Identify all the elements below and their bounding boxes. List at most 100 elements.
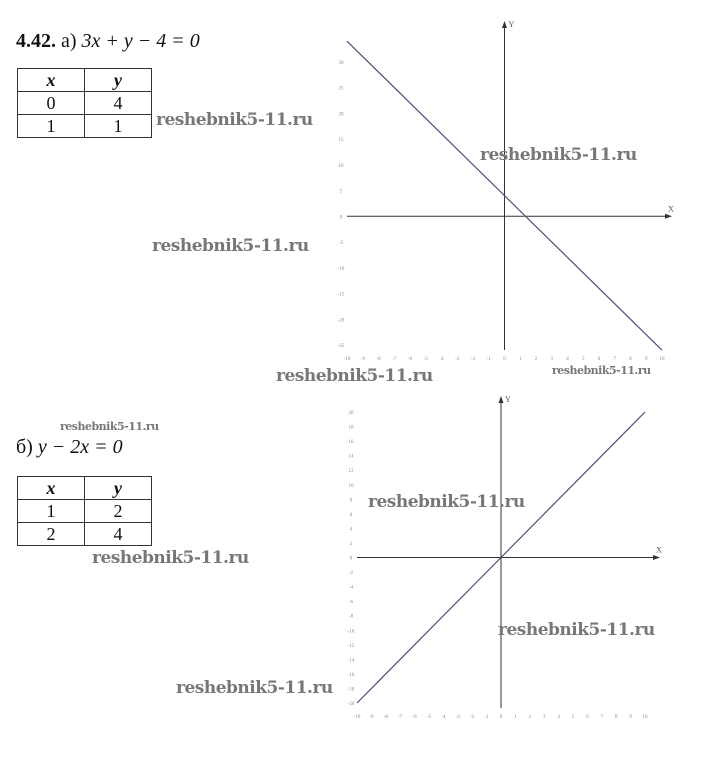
y-tick-label: 20 — [339, 112, 345, 117]
problem-number: 4.42. — [16, 30, 56, 52]
x-tick-label: 1 — [519, 357, 522, 362]
cell: 0 — [17, 91, 85, 115]
y-axis-arrow — [498, 396, 504, 403]
x-tick-label: 7 — [614, 357, 617, 362]
y-tick-label: -20 — [348, 702, 355, 707]
y-tick-label: 15 — [339, 138, 345, 143]
x-tick-label: 6 — [586, 715, 589, 720]
x-tick-label: -9 — [369, 715, 374, 720]
x-tick-label: -8 — [376, 357, 381, 362]
x-tick-label: -2 — [470, 715, 475, 720]
x-tick-label: 10 — [660, 357, 666, 362]
x-tick-label: 1 — [514, 715, 517, 720]
equation-a: 3x + y − 4 = 0 — [81, 30, 200, 52]
y-tick-label: -18 — [348, 687, 355, 692]
watermark: reshebnik5-11.ru — [368, 492, 525, 512]
x-tick-label: 3 — [551, 357, 554, 362]
x-tick-label: 9 — [645, 357, 648, 362]
y-tick-label: 10 — [339, 164, 345, 169]
y-tick-label: 16 — [349, 440, 355, 445]
x-tick-label: -10 — [344, 357, 351, 362]
watermark: reshebnik5-11.ru — [152, 236, 309, 256]
watermark: reshebnik5-11.ru — [276, 366, 433, 386]
x-tick-label: 0 — [503, 357, 506, 362]
watermark: reshebnik5-11.ru — [552, 364, 651, 377]
x-tick-label: 10 — [643, 715, 649, 720]
header-x: x — [17, 476, 85, 500]
x-tick-label: 2 — [529, 715, 532, 720]
x-tick-label: 4 — [557, 715, 560, 720]
x-axis-arrow — [653, 555, 660, 560]
x-tick-label: 8 — [615, 715, 618, 720]
watermark: reshebnik5-11.ru — [176, 678, 333, 698]
y-tick-label: 25 — [339, 87, 345, 92]
y-tick-label: -6 — [349, 600, 354, 605]
y-tick-label: -20 — [338, 318, 345, 323]
y-tick-label: 30 — [339, 61, 345, 66]
x-tick-label: 4 — [566, 357, 569, 362]
cell: 2 — [84, 499, 152, 523]
x-tick-label: -8 — [384, 715, 389, 720]
x-tick-label: 5 — [582, 357, 585, 362]
x-tick-label: -2 — [471, 357, 476, 362]
y-tick-label: -10 — [348, 629, 355, 634]
x-axis-arrow — [665, 213, 672, 219]
x-axis-label: X — [656, 546, 662, 555]
cell: 4 — [84, 522, 152, 546]
watermark: reshebnik5-11.ru — [156, 110, 313, 130]
x-tick-label: 3 — [543, 715, 546, 720]
x-tick-label: 0 — [500, 715, 503, 720]
header-y: y — [84, 476, 152, 500]
x-tick-label: 8 — [629, 357, 632, 362]
y-tick-label: 12 — [349, 469, 355, 474]
cell: 1 — [84, 114, 152, 138]
x-tick-label: -3 — [455, 357, 460, 362]
y-tick-label: -4 — [349, 586, 354, 591]
x-tick-label: -6 — [408, 357, 413, 362]
y-tick-label: 4 — [350, 527, 353, 532]
y-tick-label: -12 — [348, 644, 355, 649]
y-tick-label: 14 — [349, 455, 355, 460]
y-tick-label: -8 — [349, 615, 354, 620]
y-tick-label: 20 — [349, 411, 355, 416]
watermark: reshebnik5-11.ru — [480, 145, 637, 165]
y-tick-label: 18 — [349, 426, 355, 431]
y-axis-label: Y — [509, 20, 515, 29]
x-tick-label: -7 — [398, 715, 403, 720]
x-tick-label: -10 — [354, 715, 361, 720]
part-label: а) — [61, 30, 77, 52]
watermark: reshebnik5-11.ru — [92, 548, 249, 568]
y-tick-label: -15 — [338, 293, 345, 298]
y-axis-label: Y — [505, 395, 511, 404]
x-tick-label: 2 — [535, 357, 538, 362]
y-tick-label: 6 — [350, 513, 353, 518]
x-tick-label: -9 — [361, 357, 366, 362]
header-y: y — [84, 68, 152, 92]
y-tick-label: 5 — [340, 190, 343, 195]
y-tick-label: 2 — [350, 542, 353, 547]
cell: 1 — [17, 114, 85, 138]
x-tick-label: -4 — [439, 357, 444, 362]
y-tick-label: 0 — [340, 215, 343, 220]
x-tick-label: -1 — [487, 357, 492, 362]
part-label: б) — [16, 436, 33, 458]
series-line — [356, 411, 646, 704]
problem-a-heading: 4.42. а) 3x + y − 4 = 0 — [16, 30, 200, 53]
y-tick-label: -14 — [348, 658, 355, 663]
y-tick-label: -25 — [338, 344, 345, 349]
y-tick-label: 10 — [349, 484, 355, 489]
problem-b-heading: б) y − 2x = 0 — [16, 436, 123, 459]
watermark: reshebnik5-11.ru — [60, 420, 159, 433]
x-tick-label: 5 — [572, 715, 575, 720]
x-tick-label: -4 — [441, 715, 446, 720]
x-tick-label: -3 — [456, 715, 461, 720]
x-tick-label: -1 — [485, 715, 490, 720]
x-tick-label: -5 — [427, 715, 432, 720]
y-tick-label: -2 — [349, 571, 354, 576]
cell: 4 — [84, 91, 152, 115]
